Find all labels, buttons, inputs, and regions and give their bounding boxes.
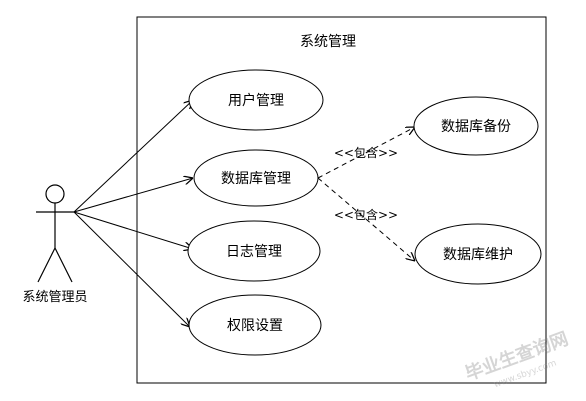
include-relation-maintenance xyxy=(317,177,415,261)
use-case-label: 数据库维护 xyxy=(443,247,513,263)
use-case-label: 权限设置 xyxy=(227,318,283,334)
actor-head xyxy=(45,184,65,204)
system-boundary xyxy=(136,16,547,384)
actor-figure xyxy=(36,184,74,283)
use-case-label: 数据库备份 xyxy=(441,118,511,135)
association-database-management xyxy=(73,178,193,213)
use-case-permission-settings: 权限设置 xyxy=(188,294,322,356)
include-relation-backup xyxy=(317,127,415,179)
actor-label: 系统管理员 xyxy=(22,290,87,305)
include-label-maintenance: <<包含>> xyxy=(334,207,398,222)
association-permission-settings xyxy=(73,211,190,327)
actor-left-leg xyxy=(37,247,56,283)
use-case-label: 用户管理 xyxy=(228,92,284,109)
use-case-label: 数据库管理 xyxy=(221,171,291,187)
actor-right-leg xyxy=(54,247,73,283)
association-log-management xyxy=(73,211,193,249)
system-title: 系统管理 xyxy=(300,34,356,50)
use-case-database-backup: 数据库备份 xyxy=(413,96,539,156)
use-case-log-management: 日志管理 xyxy=(187,220,321,282)
use-case-label: 日志管理 xyxy=(226,244,282,260)
watermark: 毕业生查询网 www.sbyy.com xyxy=(462,327,571,390)
include-label-backup: <<包含>> xyxy=(334,145,398,160)
use-case-database-maintenance: 数据库维护 xyxy=(414,223,542,285)
use-case-database-management: 数据库管理 xyxy=(193,149,319,207)
association-user-management xyxy=(73,100,193,213)
use-case-user-management: 用户管理 xyxy=(188,69,324,131)
